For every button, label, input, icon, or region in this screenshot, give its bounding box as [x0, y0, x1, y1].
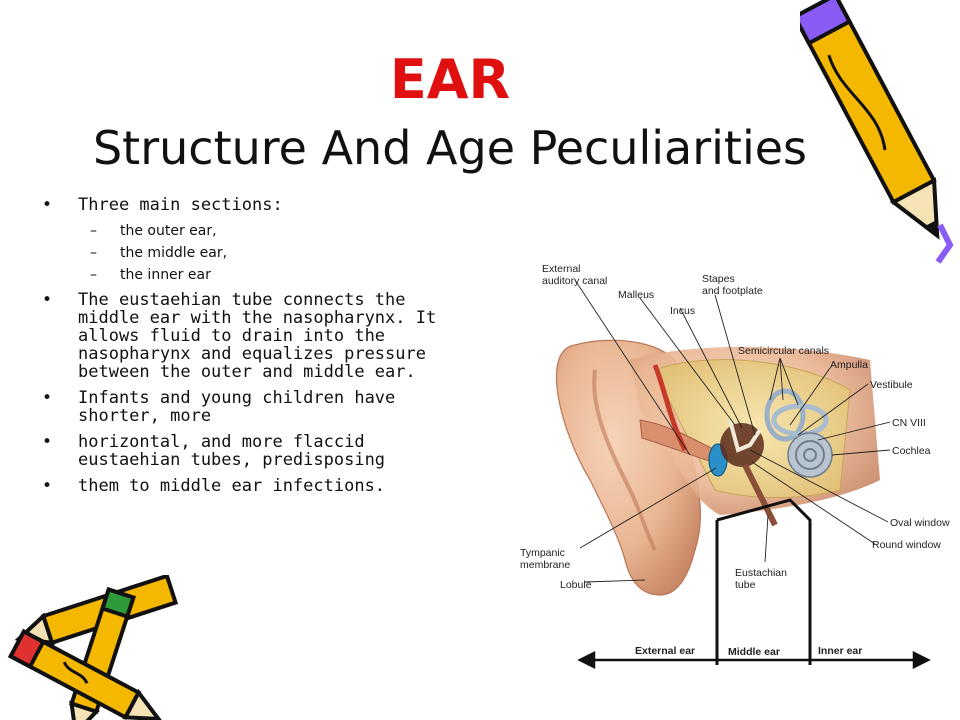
ear-anatomy-diagram: External auditory canal Malleus Incus St… [520, 263, 950, 670]
bullet-item: The eustaehian tube connects the middle … [42, 291, 462, 381]
label-oval-window: Oval window [890, 517, 950, 529]
slide-subtitle: Structure And Age Peculiarities [92, 121, 807, 175]
label-stapes: and footplate [702, 285, 763, 297]
region-dividers [715, 498, 812, 665]
cochlea-shape [787, 432, 833, 478]
semicircular-canal-shape [764, 388, 806, 442]
label-vestibule: Vestibule [870, 379, 913, 391]
bullet-item: Three main sections: [42, 196, 462, 214]
label-eustachian: Eustachian [735, 567, 787, 579]
region-arrow [577, 650, 931, 670]
eustachian-tube-shape [742, 463, 778, 527]
label-middle-ear: Middle ear [728, 646, 780, 658]
sub-item: the outer ear, [42, 222, 462, 241]
label-cn8: CN VIII [892, 417, 926, 429]
label-eustachian: tube [735, 579, 756, 591]
ossicles-shape [728, 419, 762, 453]
bullet-list: Three main sections: the outer ear, the … [42, 196, 462, 503]
leader-lines [574, 279, 891, 583]
bullet-item: them to middle ear infections. [42, 477, 462, 495]
label-external-canal: External [542, 263, 581, 275]
label-stapes: Stapes [702, 273, 735, 285]
label-ampulla: Ampulla [830, 359, 868, 371]
label-semicircular-canals: Semicircular canals [738, 345, 829, 357]
slide-title: EAR [389, 48, 511, 111]
sub-item: the inner ear [42, 266, 462, 285]
middle-ear-cavity [720, 423, 764, 467]
label-incus: Incus [670, 305, 695, 317]
label-cochlea: Cochlea [892, 445, 931, 457]
bullet-item: Infants and young children have shorter,… [42, 389, 462, 425]
label-tympanic: membrane [520, 559, 570, 571]
sub-item: the middle ear, [42, 244, 462, 263]
label-tympanic: Tympanic [520, 547, 565, 559]
auricle-fold [592, 369, 657, 551]
label-external-canal: auditory canal [542, 275, 607, 287]
sub-list: the outer ear, the middle ear, the inner… [42, 222, 462, 285]
label-inner-ear: Inner ear [818, 645, 862, 657]
label-external-ear: External ear [635, 645, 695, 657]
pencil-icon [7, 575, 179, 720]
label-malleus: Malleus [618, 289, 654, 301]
bullet-item: horizontal, and more flaccid eustaehian … [42, 433, 462, 469]
label-lobule: Lobule [560, 579, 592, 591]
pencil-icon [800, 0, 954, 264]
label-round-window: Round window [872, 539, 941, 551]
